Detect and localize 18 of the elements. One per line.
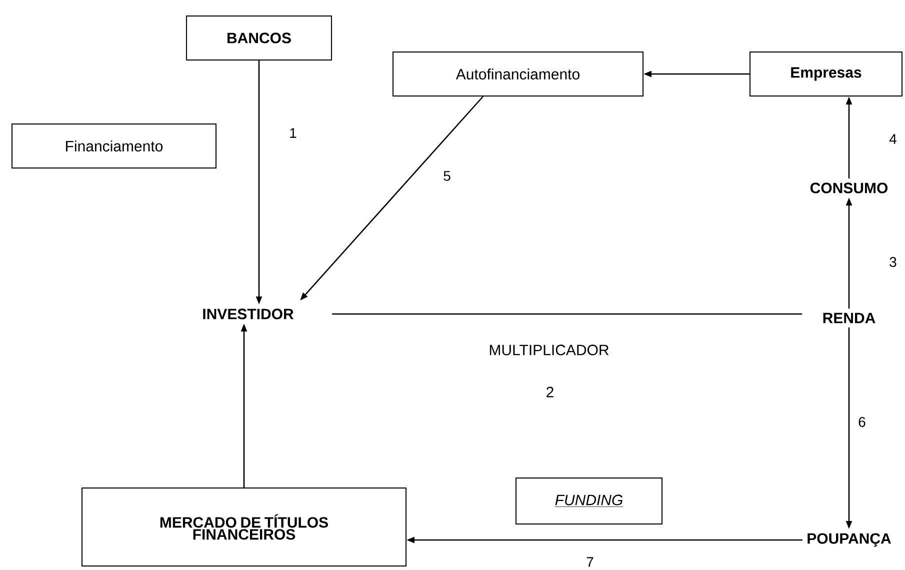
edge-label: 6 [857, 416, 867, 428]
number-label: 2 [546, 386, 554, 398]
flow-text: CONSUMO [810, 182, 888, 194]
edge-label: 3 [888, 256, 898, 268]
funding-box: FUNDING [516, 478, 662, 524]
financing-box: Financiamento [12, 124, 216, 168]
edge-label: 5 [442, 170, 452, 182]
process-box: Autofinanciamento [392, 52, 644, 96]
company-box: Empresas [750, 52, 902, 96]
edge-label: 4 [888, 133, 898, 145]
edge-label: 7 [585, 556, 595, 568]
flow-text: POUPANÇA [808, 533, 891, 547]
market-box: MERCADO DE TÍTULOS FINANCEIROS [82, 488, 406, 566]
flow-text: RENDA [823, 312, 876, 324]
edge-label: 1 [288, 127, 298, 139]
bank-box: BANCOS [186, 16, 332, 60]
flow-text: INVESTIDOR [203, 308, 294, 320]
multiplier-label: MULTIPLICADOR [490, 344, 609, 356]
